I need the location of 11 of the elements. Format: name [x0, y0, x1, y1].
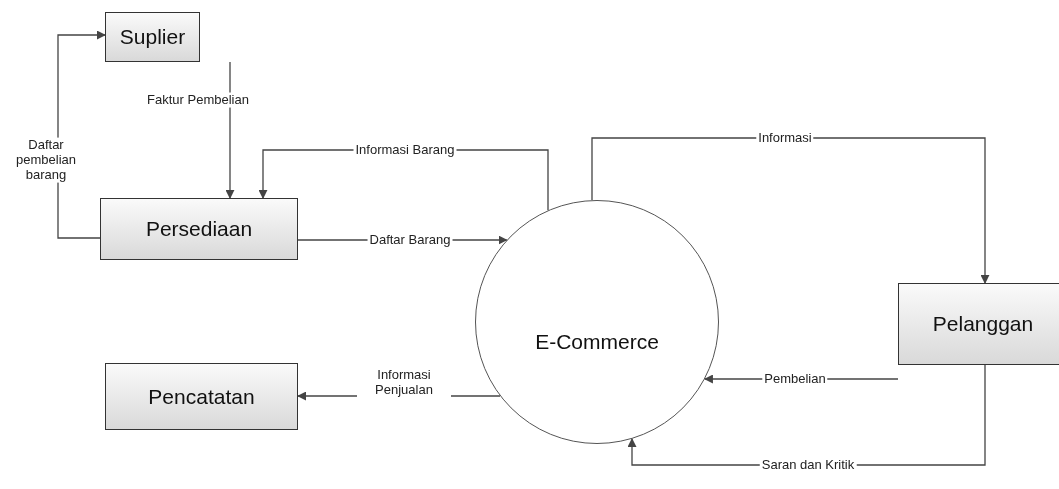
entity-box: Persediaan — [100, 198, 298, 260]
arrow — [225, 61, 235, 199]
entity-box: Pelanggan — [898, 283, 1059, 365]
entity-box: Suplier — [105, 12, 200, 62]
entity-box: Pencatatan — [105, 363, 298, 430]
edge-label: Informasi Barang — [353, 142, 457, 158]
arrow — [591, 137, 990, 284]
edge-label: Faktur Pembelian — [145, 92, 251, 108]
edge-label: Informasi Penjualan — [357, 368, 451, 398]
edge-label: Daftar pembelian barang — [13, 137, 79, 183]
edge-label: Daftar Barang — [367, 232, 453, 248]
